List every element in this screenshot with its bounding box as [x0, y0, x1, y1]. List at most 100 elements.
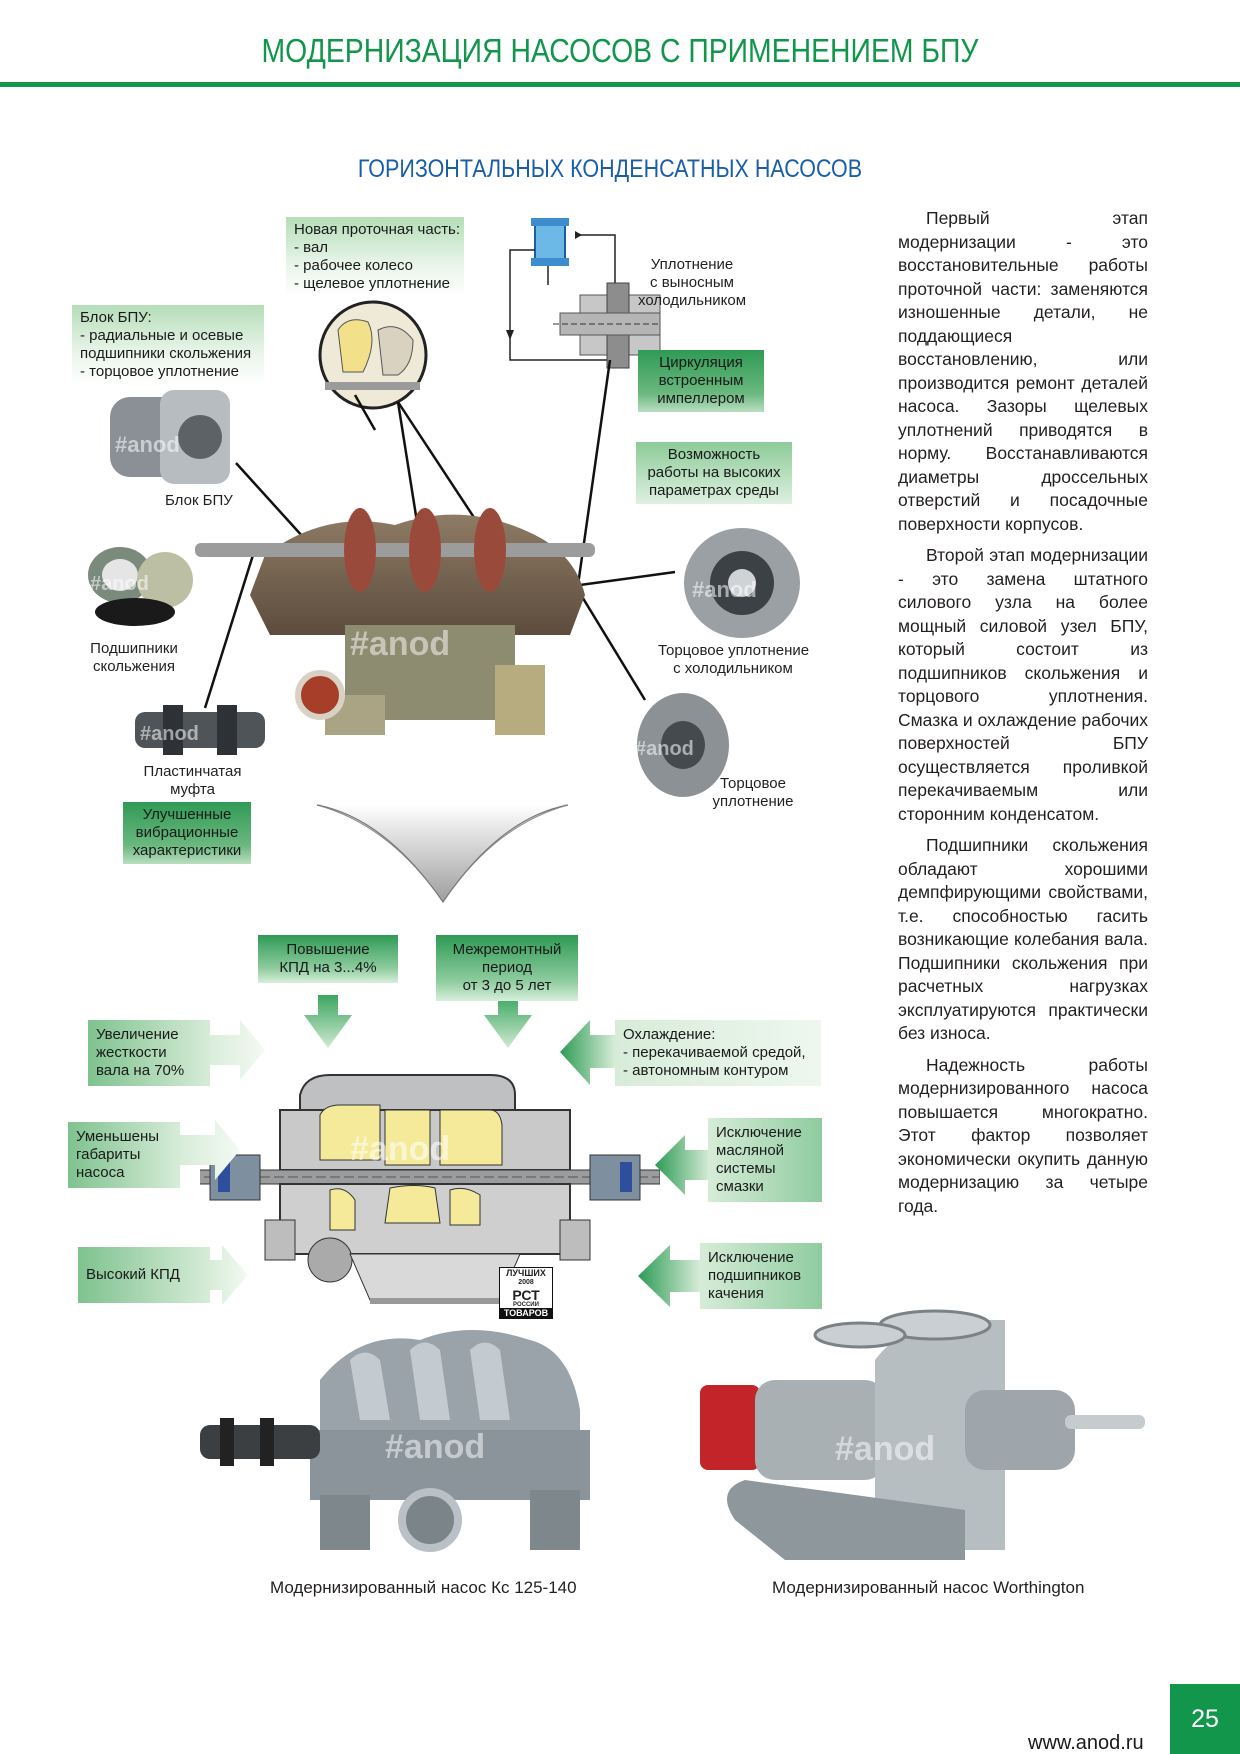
pump-disassembled-photo: #anod — [195, 508, 595, 735]
body-paragraph: Второй этап модернизации - это замена шт… — [898, 545, 1148, 824]
svg-text:#anod: #anod — [385, 1428, 485, 1466]
no-oil-line: Исключение — [716, 1124, 802, 1141]
section-subtitle: ГОРИЗОНТАЛЬНЫХ КОНДЕНСАТНЫХ НАСОСОВ — [357, 155, 863, 183]
coupling-label-line: Пластинчатая — [143, 763, 242, 780]
bpu-block-callout-item: - торцовое уплотнение — [80, 363, 240, 380]
flow-part-callout-item: - щелевое уплотнение — [294, 275, 450, 292]
overhaul-line: период — [482, 959, 532, 976]
cooling-line: - автономным контуром — [623, 1062, 789, 1079]
body-paragraph: Подшипники скольжения обладают хорошими … — [898, 835, 1148, 1043]
bpu-block-photo: #anod — [110, 390, 230, 484]
award-logo: ЛУЧШИХ 2008 РСТ РОССИИ ТОВАРОВ — [499, 1267, 553, 1319]
body-paragraph: Первый этап модернизации - это восстанов… — [898, 208, 1148, 534]
bearings-label-line: Подшипники — [90, 640, 178, 657]
stiffness-line: вала на 70% — [96, 1062, 185, 1079]
cooling-line: Охлаждение: — [623, 1026, 716, 1043]
svg-text:#anod: #anod — [115, 432, 180, 457]
flow-part-callout-item: - рабочее колесо — [294, 257, 413, 274]
svg-text:#anod: #anod — [692, 577, 757, 602]
circulation-callout-line: Циркуляция — [659, 354, 743, 371]
vibration-callout-line: Улучшенные — [142, 806, 232, 823]
vibration-callout: Улучшенные вибрационные характеристики — [123, 802, 251, 864]
seal-cooler-label-line: Уплотнение — [650, 256, 734, 273]
overhaul-line: Межремонтный — [452, 941, 562, 958]
award-logo-bottom: ТОВАРОВ — [500, 1308, 552, 1318]
bpu-block-callout-item: - радиальные и осевые — [80, 327, 244, 344]
mech-seal-label-line: Торцовое — [720, 775, 786, 792]
mech-seal-photo: #anod — [635, 693, 729, 797]
high-params-callout: Возможность работы на высоких параметрах… — [636, 442, 792, 504]
circulation-callout-line: встроенным — [658, 372, 744, 389]
pump-worthington-photo: #anod — [700, 1309, 1145, 1560]
high-params-callout-line: параметрах среды — [649, 482, 779, 499]
stiffness-line: Увеличение — [96, 1026, 179, 1043]
svg-text:#anod: #anod — [90, 573, 149, 595]
svg-text:#anod: #anod — [350, 1130, 450, 1168]
high-efficiency-box: Высокий КПД — [78, 1247, 210, 1303]
no-oil-line: масляной — [716, 1142, 785, 1159]
seal-cooler-label-line: холодильником — [637, 292, 747, 309]
dimensions-line: габариты — [76, 1146, 141, 1163]
high-params-callout-line: Возможность — [667, 446, 761, 463]
award-logo-mid: РСТ — [512, 1287, 540, 1303]
vibration-callout-line: вибрационные — [135, 824, 239, 841]
body-text-column: Первый этап модернизации - это восстанов… — [898, 207, 1148, 1226]
bpu-block-callout-item: подшипники скольжения — [80, 345, 252, 362]
no-roller-line: Исключение — [708, 1249, 794, 1266]
pump-kc125-photo: #anod — [200, 1330, 590, 1552]
page-number: 25 — [1170, 1684, 1240, 1754]
cooling-line: - перекачиваемой средой, — [623, 1044, 806, 1061]
coupling-photo: #anod — [135, 705, 265, 755]
efficiency-up-line: КПД на 3...4% — [279, 959, 377, 976]
mech-seal-cooler-photo: #anod — [684, 528, 800, 638]
flow-part-callout: Новая проточная часть: - вал - рабочее к… — [286, 217, 464, 297]
seal-cooler-label-line: с выносным — [650, 274, 734, 291]
footer-url[interactable]: www.anod.ru — [1028, 1732, 1144, 1754]
bpu-block-callout-title: Блок БПУ: — [80, 309, 152, 326]
circulation-callout: Циркуляция встроенным импеллером — [638, 350, 764, 412]
stiffness-box: Увеличение жесткости вала на 70% — [88, 1020, 210, 1086]
award-logo-top: ЛУЧШИХ — [506, 1268, 546, 1278]
coupling-label: Пластинчатая муфта — [140, 763, 245, 799]
overhaul-line: от 3 до 5 лет — [462, 977, 552, 994]
mech-seal-cooler-label-line: с холодильником — [673, 660, 793, 677]
no-roller-bearings-box: Исключение подшипников качения — [700, 1243, 822, 1309]
svg-text:#anod: #anod — [635, 738, 694, 760]
dimensions-line: Уменьшены — [76, 1128, 160, 1145]
bpu-block-label: Блок БПУ — [165, 492, 233, 509]
flow-part-callout-title: Новая проточная часть: — [294, 221, 461, 238]
body-paragraph: Надежность работы модернизированного нас… — [898, 1054, 1148, 1216]
no-roller-line: качения — [708, 1285, 764, 1302]
efficiency-up-line: Повышение — [286, 941, 370, 958]
dimensions-box: Уменьшены габариты насоса — [68, 1122, 180, 1188]
coupling-label-line: муфта — [170, 781, 215, 798]
bpu-block-callout: Блок БПУ: - радиальные и осевые подшипни… — [72, 305, 264, 385]
stiffness-line: жесткости — [96, 1044, 167, 1061]
svg-text:#anod: #anod — [140, 723, 199, 745]
no-oil-line: смазки — [716, 1178, 764, 1195]
cooling-box: Охлаждение: - перекачиваемой средой, - а… — [615, 1020, 821, 1086]
caption-kc125: Модернизированный насос Кс 125-140 — [270, 1578, 577, 1597]
pump-section-diagram: #anod — [200, 1074, 660, 1304]
svg-text:#anod: #anod — [350, 625, 450, 663]
bearings-label-line: скольжения — [93, 658, 175, 675]
header-divider — [0, 82, 1240, 87]
mech-seal-label-line: уплотнение — [712, 793, 794, 810]
high-efficiency-line: Высокий КПД — [86, 1266, 180, 1283]
transition-arrow-icon — [316, 804, 569, 904]
award-logo-country: РОССИИ — [513, 1302, 539, 1308]
vibration-callout-line: характеристики — [132, 842, 242, 859]
bearings-label: Подшипники скольжения — [84, 640, 184, 676]
mech-seal-cooler-label-line: Торцовое уплотнение — [658, 642, 810, 659]
flow-part-callout-item: - вал — [294, 239, 329, 256]
overhaul-period-box: Межремонтный период от 3 до 5 лет — [436, 935, 578, 1001]
page-header-title: МОДЕРНИЗАЦИЯ НАСОСОВ С ПРИМЕНЕНИЕМ БПУ — [261, 32, 979, 69]
flow-part-magnifier — [318, 300, 428, 410]
no-oil-system-box: Исключение масляной системы смазки — [708, 1118, 822, 1202]
seal-cooler-schematic — [506, 218, 661, 369]
seal-cooler-label: Уплотнение с выносным холодильником — [632, 256, 752, 310]
efficiency-up-box: Повышение КПД на 3...4% — [258, 935, 398, 983]
mech-seal-cooler-label: Торцовое уплотнение с холодильником — [658, 642, 810, 678]
no-oil-line: системы — [716, 1160, 776, 1177]
dimensions-line: насоса — [76, 1164, 125, 1181]
